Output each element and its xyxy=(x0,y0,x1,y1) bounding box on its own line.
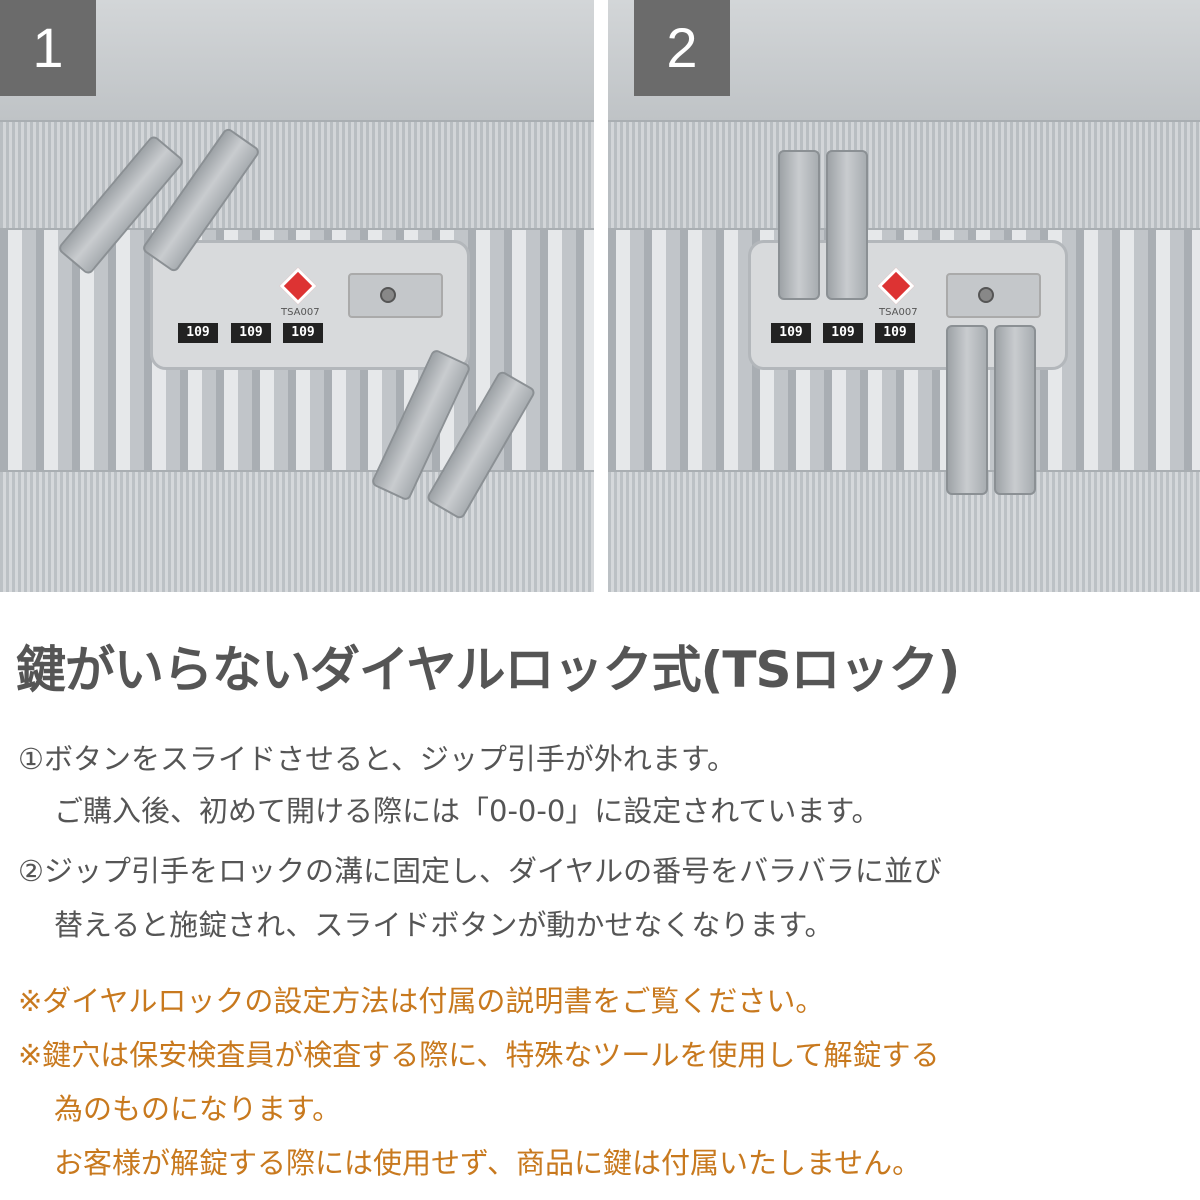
dial: 109 xyxy=(823,323,863,343)
zipper-pull xyxy=(778,150,820,300)
photo-step-2: 109 109 109 TSA007 2 xyxy=(608,0,1200,592)
heading: 鍵がいらないダイヤルロック式(TSロック) xyxy=(16,641,960,699)
step-2-line-1: ②ジップ引手をロックの溝に固定し、ダイヤルの番号をバラバラに並び xyxy=(18,854,942,888)
dial: 109 xyxy=(771,323,811,343)
tsa-logo-icon xyxy=(877,267,915,305)
keyhole-icon xyxy=(978,287,994,303)
zipper-pull xyxy=(826,150,868,300)
note-2-cont: 為のものになります。 xyxy=(54,1092,342,1126)
note-1: ※ダイヤルロックの設定方法は付属の説明書をご覧ください。 xyxy=(18,984,825,1018)
step-badge: 1 xyxy=(0,0,96,96)
zipper-pull xyxy=(946,325,988,495)
tsa-logo-icon xyxy=(279,267,317,305)
keyhole-icon xyxy=(380,287,396,303)
slide-button xyxy=(946,273,1041,318)
step-2-line-2: 替えると施錠され、スライドボタンが動かせなくなります。 xyxy=(54,908,834,942)
tsa-dial-lock: 109 109 109 TSA007 xyxy=(748,240,1068,370)
step-badge: 2 xyxy=(634,0,730,96)
zipper-pull xyxy=(994,325,1036,495)
note-2: ※鍵穴は保安検査員が検査する際に、特殊なツールを使用して解錠する xyxy=(18,1038,940,1072)
dial: 109 xyxy=(231,323,271,343)
dial: 109 xyxy=(875,323,915,343)
dial: 109 xyxy=(178,323,218,343)
tsa-label: TSA007 xyxy=(879,307,918,318)
note-3: お客様が解錠する際には使用せず、商品に鍵は付属いたしません。 xyxy=(54,1146,922,1180)
dial: 109 xyxy=(283,323,323,343)
tsa-dial-lock: 109 109 109 TSA007 xyxy=(150,240,470,370)
step-1-line-1: ①ボタンをスライドさせると、ジップ引手が外れます。 xyxy=(18,742,736,776)
tsa-label: TSA007 xyxy=(281,307,320,318)
slide-button xyxy=(348,273,443,318)
step-1-line-2: ご購入後、初めて開ける際には「0-0-0」に設定されています。 xyxy=(54,794,881,828)
photo-step-1: 109 109 109 TSA007 1 xyxy=(0,0,594,592)
